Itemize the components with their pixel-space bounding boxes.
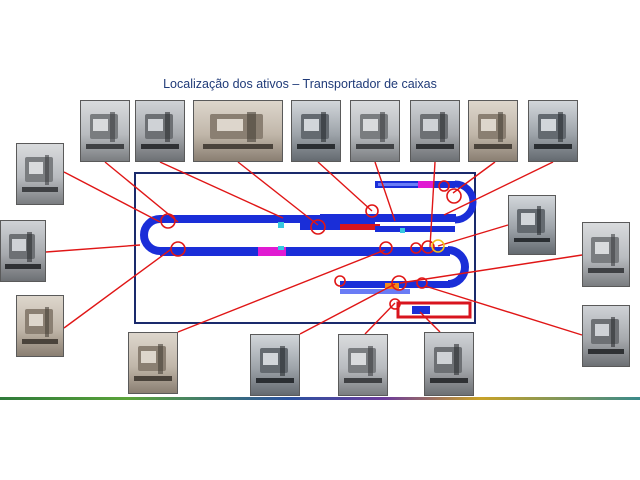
callout-line — [317, 161, 373, 212]
callout-line — [424, 285, 583, 336]
asset-marker — [160, 213, 176, 229]
asset-markers — [160, 180, 462, 310]
asset-marker — [391, 275, 407, 291]
callout-line — [374, 161, 396, 222]
asset-marker — [421, 240, 435, 254]
callout-line — [452, 161, 496, 194]
callout-lines — [45, 161, 583, 336]
callout-line — [399, 254, 583, 284]
asset-marker — [410, 242, 422, 254]
callout-line — [159, 161, 284, 219]
asset-marker — [438, 180, 450, 192]
callout-line — [429, 161, 436, 248]
callout-line — [45, 244, 141, 253]
machine-photo-icon — [193, 100, 283, 162]
machine-photo-icon — [528, 100, 578, 162]
machine-photo-icon — [128, 332, 178, 394]
callout-line — [443, 161, 554, 216]
conveyor-upper-return — [320, 180, 477, 224]
machine-photo-icon — [468, 100, 518, 162]
conveyor-photo-icon — [424, 332, 474, 396]
machine-photo-icon — [16, 295, 64, 357]
callout-line — [63, 249, 171, 329]
machine-photo-icon — [80, 100, 130, 162]
callout-line — [364, 302, 396, 335]
asset-marker — [379, 241, 393, 255]
machine-photo-icon — [16, 143, 64, 205]
machine-photo-icon — [0, 220, 46, 282]
asset-marker — [170, 241, 186, 257]
machine-photo-icon — [582, 222, 630, 287]
callout-line — [237, 161, 319, 226]
asset-marker — [389, 298, 401, 310]
machine-photo-icon — [410, 100, 460, 162]
machine-photo-icon — [508, 195, 556, 255]
asset-marker — [365, 204, 379, 218]
callout-line — [104, 161, 179, 223]
machine-photo-icon — [135, 100, 185, 162]
footer-stripe — [0, 397, 640, 400]
callout-line — [437, 224, 509, 247]
callout-line — [177, 249, 386, 333]
machine-photo-icon — [338, 334, 388, 396]
callout-line — [299, 283, 396, 335]
callout-line — [63, 171, 161, 223]
output-station — [396, 301, 472, 319]
asset-marker — [310, 219, 326, 235]
machine-photo-icon — [250, 334, 300, 396]
callout-line — [419, 311, 441, 333]
machine-photo-icon — [350, 100, 400, 162]
slide-title: Localização dos ativos – Transportador d… — [163, 77, 437, 91]
machine-photo-icon — [291, 100, 341, 162]
asset-marker — [431, 239, 445, 253]
asset-marker — [446, 188, 462, 204]
conveyor-main-upper — [140, 215, 455, 255]
asset-marker — [334, 275, 346, 287]
machine-photo-icon — [582, 305, 630, 367]
asset-marker — [416, 277, 428, 289]
